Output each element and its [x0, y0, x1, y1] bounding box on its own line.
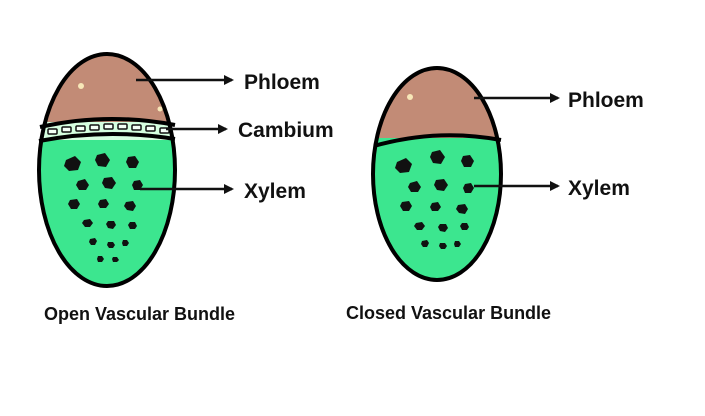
- closed-vascular-bundle: Phloem Xylem Closed Vascular Bundle: [346, 66, 644, 323]
- open-cambium-label: Cambium: [238, 119, 334, 142]
- closed-phloem-label: Phloem: [568, 89, 644, 112]
- open-xylem-boundary: [38, 132, 176, 143]
- open-xylem-vessels: [64, 153, 143, 262]
- open-bundle-outline: [37, 52, 177, 288]
- open-xylem-label: Xylem: [244, 180, 306, 203]
- closed-bundle-caption: Closed Vascular Bundle: [346, 303, 551, 323]
- closed-xylem-label: Xylem: [568, 177, 630, 200]
- phloem-highlight: [157, 106, 163, 112]
- phloem-highlight: [407, 94, 413, 100]
- closed-bundle-outline: [371, 66, 503, 282]
- open-bundle-caption: Open Vascular Bundle: [44, 304, 235, 324]
- phloem-highlight: [78, 83, 84, 89]
- closed-phloem-boundary: [373, 133, 502, 148]
- open-vascular-bundle: Phloem Cambium Xylem Open Vascular Bundl…: [37, 52, 334, 324]
- cambium-cells: [47, 123, 170, 135]
- open-phloem-label: Phloem: [244, 71, 320, 94]
- closed-xylem-vessels: [395, 150, 474, 249]
- open-phloem-boundary: [39, 117, 176, 129]
- open-xylem-region: [39, 140, 175, 286]
